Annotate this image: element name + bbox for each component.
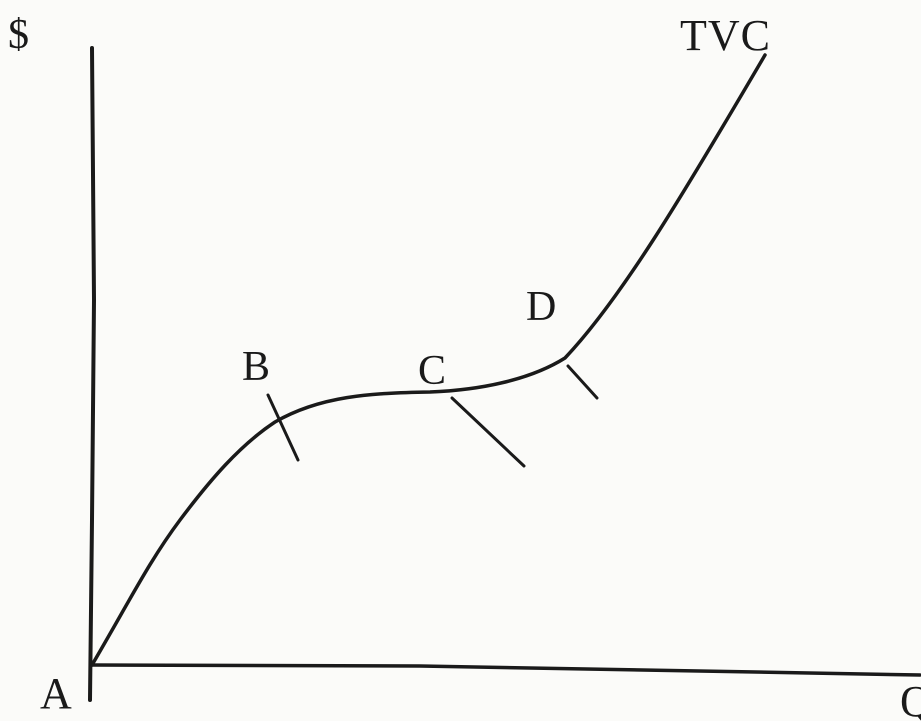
tvc-curve — [90, 53, 767, 667]
origin-label: A — [40, 669, 72, 718]
point-label-c: C — [418, 348, 447, 394]
x-axis-label: Q — [900, 677, 921, 721]
y-axis-label: $ — [8, 12, 29, 58]
point-label-b: B — [242, 344, 271, 390]
y-axis — [88, 46, 97, 702]
curve-label: TVC — [680, 11, 771, 60]
tick-mark-b — [266, 393, 300, 462]
tick-mark-c — [450, 396, 526, 468]
tick-mark-d — [566, 364, 599, 400]
point-label-d: D — [526, 284, 557, 330]
x-axis — [90, 663, 921, 677]
